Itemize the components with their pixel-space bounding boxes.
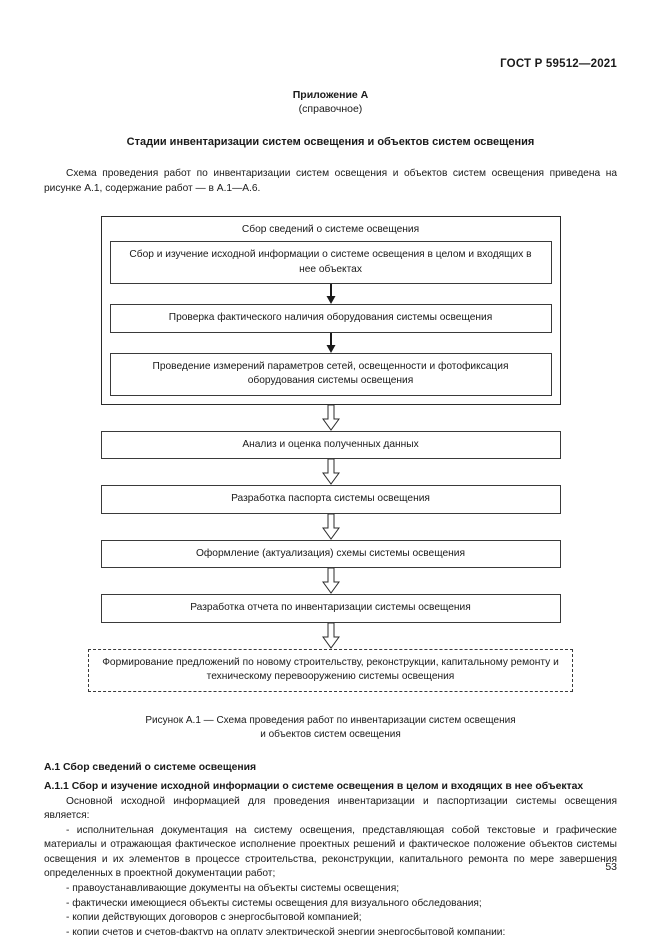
flowchart-group-title: Сбор сведений о системе освещения [241,224,420,235]
flowchart-node-step-3: Оформление (актуализация) схемы системы … [100,539,561,568]
figure-caption: Рисунок А.1 — Схема проведения работ по … [44,714,617,742]
annex-kind: (справочное) [298,103,363,115]
source-information-list: исполнительная документация на систему о… [44,824,617,935]
section-heading-a11: А.1.1 Сбор и изучение исходной информаци… [44,780,584,792]
list-item: копии действующих договоров с энергосбыт… [44,911,617,926]
connector-block-arrow [44,459,617,485]
list-item: исполнительная документация на систему о… [44,824,617,882]
connector-block-arrow [44,513,617,540]
annex-label: Приложение А [292,89,369,101]
section-heading-a1: А.1 Сбор сведений о системе освещения [44,761,257,773]
flowchart-figure: Сбор сведений о системе освещения Сбор и… [44,216,617,742]
list-item: правоустанавливающие документы на объект… [44,882,617,897]
flowchart-node-step-2: Разработка паспорта системы освещения [100,485,561,514]
flowchart-node-final-proposals: Формирование предложений по новому строи… [88,648,573,692]
figure-caption-line-1: Рисунок А.1 — Схема проведения работ по … [145,714,516,726]
list-item: копии счетов и счетов-фактур на оплату э… [44,926,617,935]
flowchart-node-group-1: Сбор и изучение исходной информации о си… [109,241,552,284]
flowchart-node-group-2: Проверка фактического наличия оборудован… [109,304,552,333]
flowchart-node-step-1: Анализ и оценка полученных данных [100,430,561,459]
page-content: Приложение А (справочное) Стадии инвента… [44,88,617,935]
connector-block-arrow [44,404,617,431]
list-item: фактически имеющиеся объекты системы осв… [44,897,617,912]
flowchart-node-group-3: Проведение измерений параметров сетей, о… [109,352,552,396]
document-header-standard-id: ГОСТ Р 59512—2021 [500,58,617,70]
page-number: 53 [605,861,617,873]
annex-title: Стадии инвентаризации систем освещения и… [126,136,535,148]
connector-block-arrow [44,568,617,594]
figure-caption-line-2: и объектов систем освещения [260,728,401,740]
flowchart-node-step-4: Разработка отчета по инвентаризации сист… [100,594,561,623]
section-a11-paragraph: Основной исходной информацией для провед… [44,795,617,822]
flowchart-group-data-collection: Сбор сведений о системе освещения Сбор и… [100,216,561,405]
connector-thin-arrow [110,332,552,353]
connector-block-arrow [44,622,617,649]
annex-intro-paragraph: Схема проведения работ по инвентаризации… [44,168,617,194]
connector-thin-arrow [110,284,552,304]
